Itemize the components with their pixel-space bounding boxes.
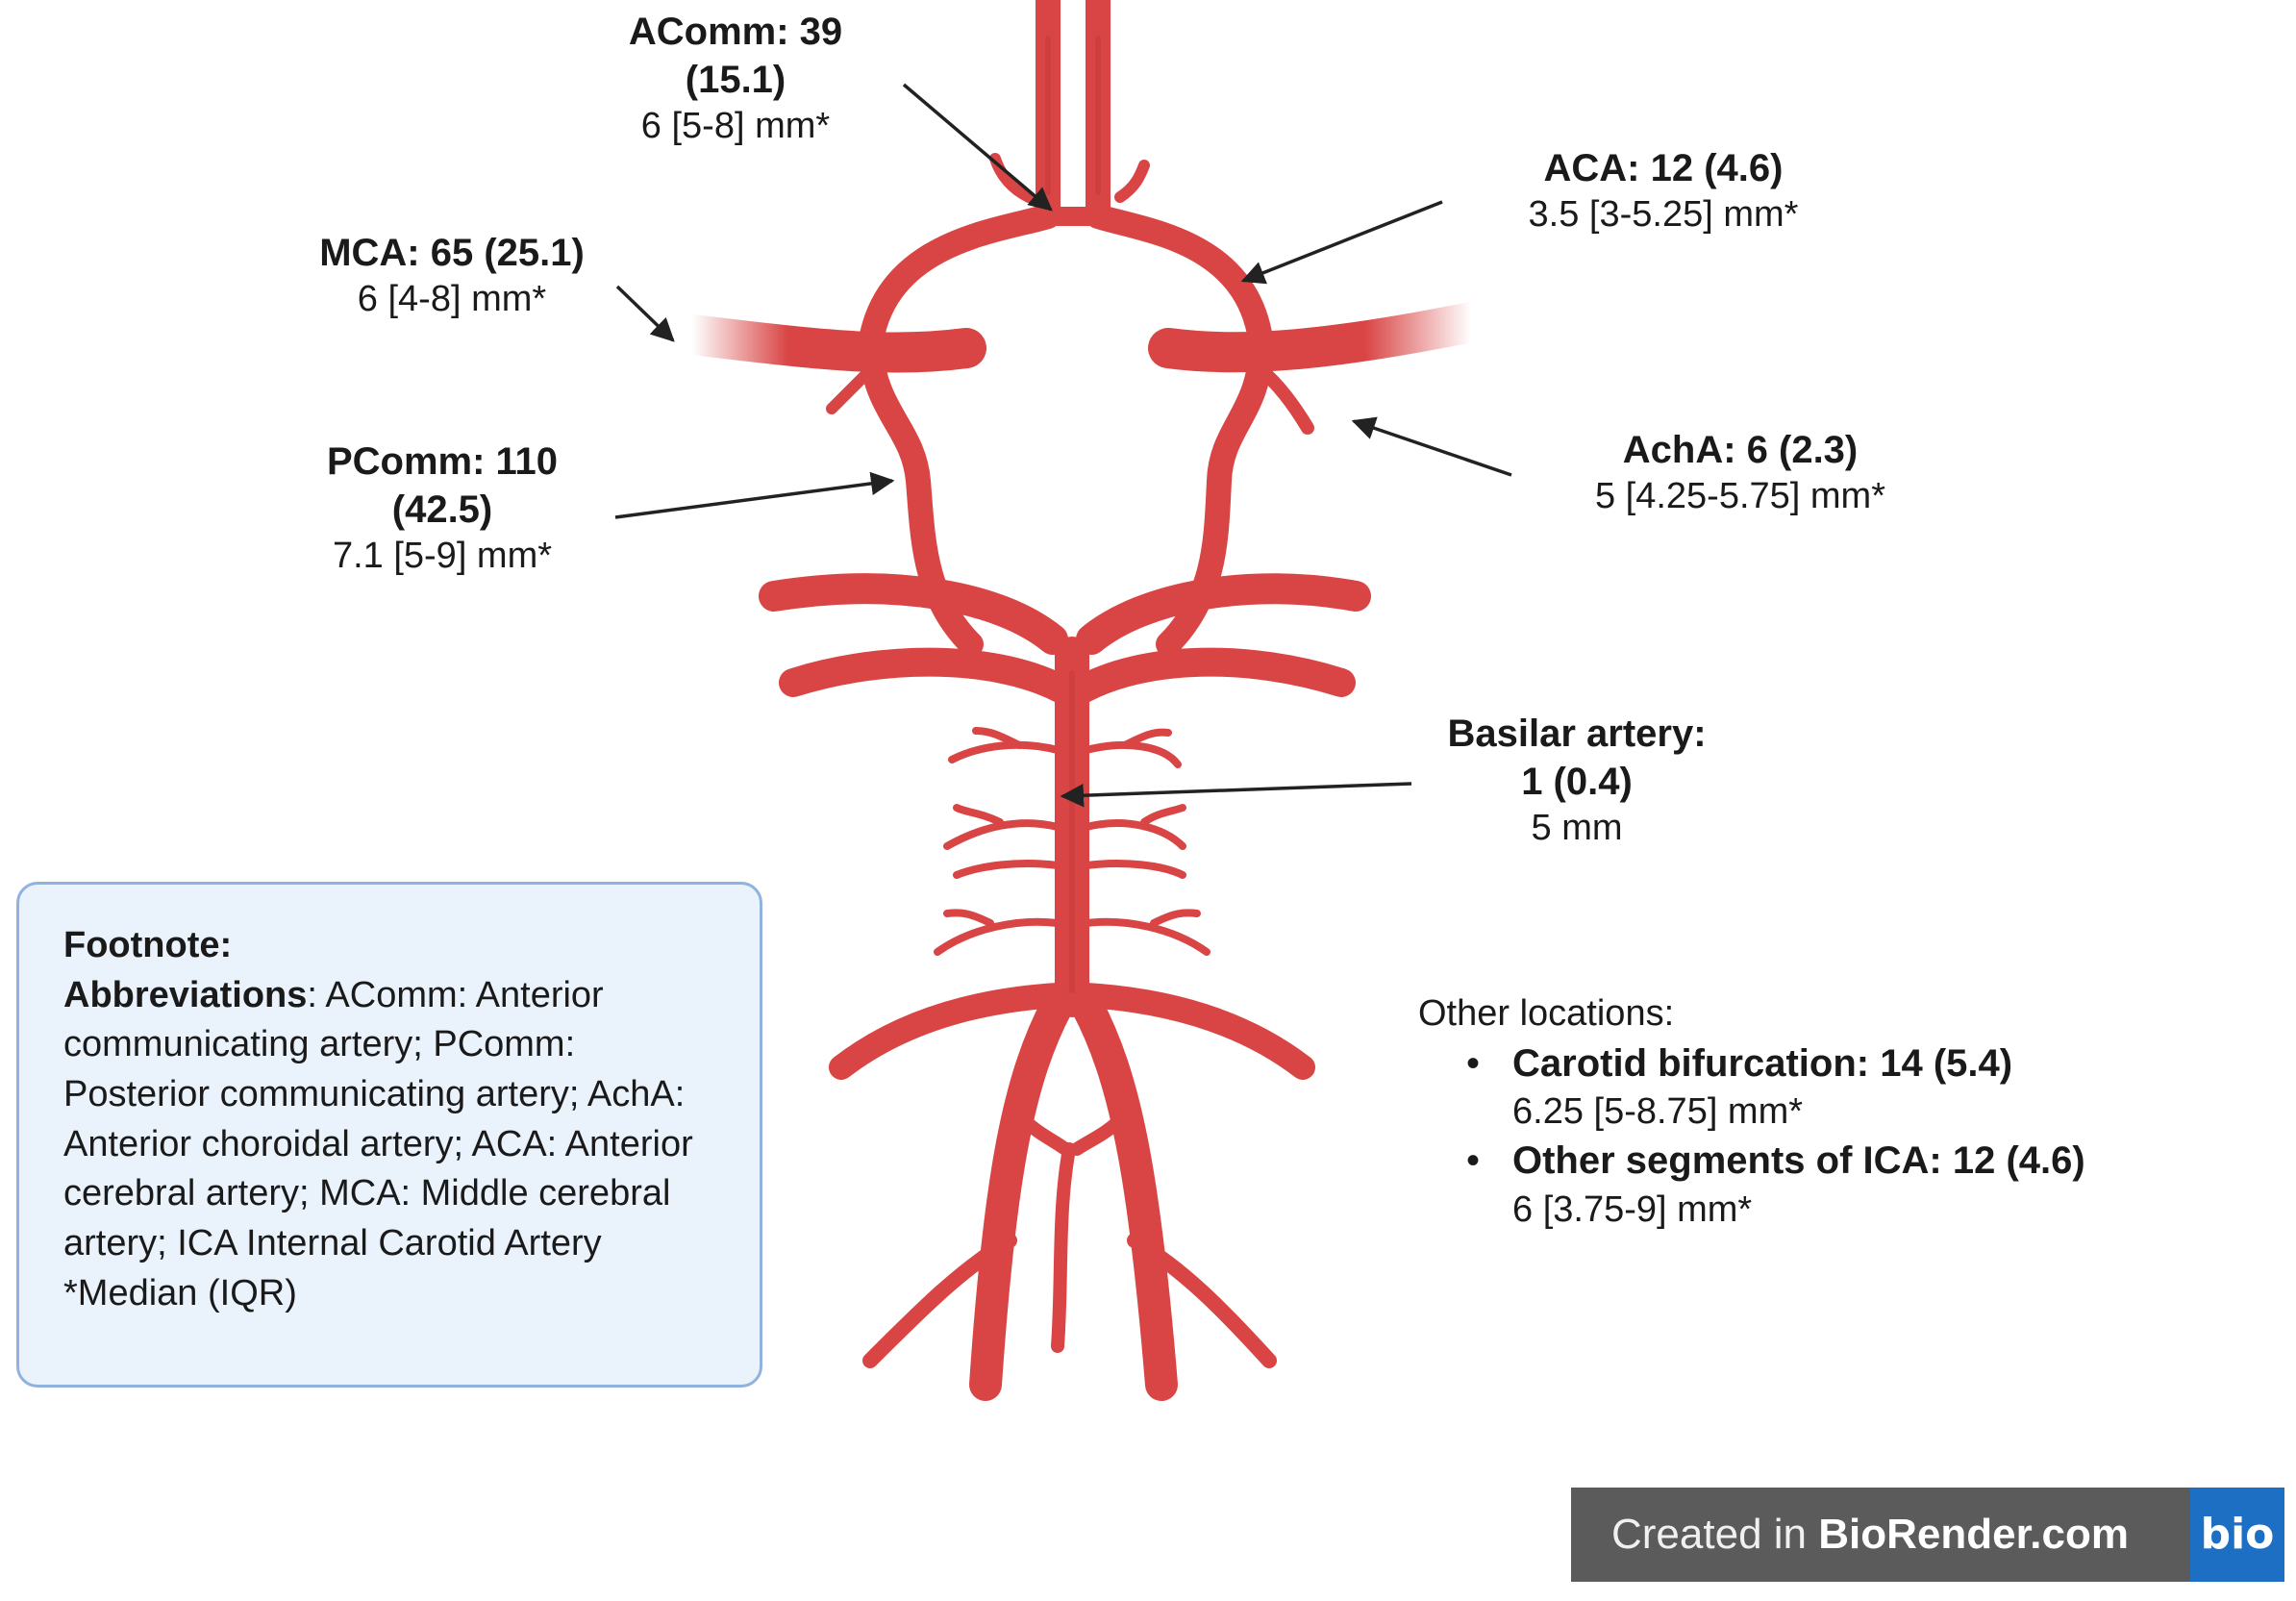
acomm-pointer xyxy=(902,83,1053,212)
abbreviations-label: Abbreviations xyxy=(63,974,308,1015)
acomm-title-b: (15.1) xyxy=(685,59,786,101)
aca-title: ACA: 12 (4.6) xyxy=(1543,147,1784,189)
pca-left-vessel xyxy=(759,573,1068,655)
aica-right-vessel xyxy=(1074,983,1315,1080)
pcomm-title-a: PComm: 110 xyxy=(326,440,559,483)
right-ica-loop xyxy=(1086,204,1274,359)
pcomm-label: PComm: 110 (42.5) 7.1 [5-9] mm* xyxy=(212,438,673,580)
badge-text: Created in BioRender.com xyxy=(1611,1488,2129,1582)
basilar-title-a: Basilar artery: xyxy=(1447,713,1707,755)
acha-title: AchA: 6 (2.3) xyxy=(1622,429,1859,471)
badge-prefix: Created in xyxy=(1611,1511,1819,1558)
vertebral-left-vessel xyxy=(969,988,1074,1401)
abbreviations-text: : AComm: Anterior communicating artery; … xyxy=(63,974,693,1264)
mca-right-vessel xyxy=(1148,302,1491,373)
aica-left-vessel xyxy=(829,983,1070,1080)
pcomm-pointer xyxy=(614,471,895,519)
other-locations-header: Other locations: xyxy=(1418,993,1675,1034)
vertebral-right-vessel xyxy=(1070,988,1178,1401)
other-locations: Other locations: Carotid bifurcation: 14… xyxy=(1418,990,2187,1233)
sca-right-vessel xyxy=(1062,647,1356,707)
aca-label: ACA: 12 (4.6) 3.5 [3-5.25] mm* xyxy=(1442,144,1884,238)
artery-network xyxy=(672,0,1491,1401)
list-item: Carotid bifurcation: 14 (5.4) 6.25 [5-8.… xyxy=(1466,1039,2187,1136)
mca-size: 6 [4-8] mm* xyxy=(357,279,547,319)
aca-size: 3.5 [3-5.25] mm* xyxy=(1528,194,1799,235)
biorender-logo-icon: bio xyxy=(2190,1488,2284,1582)
anterior-spinal-vessel xyxy=(1051,1142,1076,1353)
mca-left-vessel xyxy=(672,314,986,373)
pcomm-size: 7.1 [5-9] mm* xyxy=(332,536,553,576)
pca-right-vessel xyxy=(1076,573,1371,655)
mca-label: MCA: 65 (25.1) 6 [4-8] mm* xyxy=(231,229,673,323)
carotid-bifurcation-size: 6.25 [5-8.75] mm* xyxy=(1512,1090,1804,1132)
list-item: Other segments of ICA: 12 (4.6) 6 [3.75-… xyxy=(1466,1137,2187,1233)
median-note: *Median (IQR) xyxy=(63,1272,297,1313)
aca-pointer xyxy=(1240,200,1443,285)
acha-size: 5 [4.25-5.75] mm* xyxy=(1594,476,1886,516)
basilar-label: Basilar artery: 1 (0.4) 5 mm xyxy=(1365,710,1788,852)
acomm-title-a: AComm: 39 xyxy=(628,11,843,53)
acha-label: AchA: 6 (2.3) 5 [4.25-5.75] mm* xyxy=(1500,426,1981,520)
pcomm-title-b: (42.5) xyxy=(391,488,493,531)
carotid-bifurcation-title: Carotid bifurcation: 14 (5.4) xyxy=(1512,1041,2013,1085)
badge-brand: BioRender.com xyxy=(1818,1511,2129,1558)
footnote-heading: Footnote: xyxy=(63,925,233,965)
acomm-label: AComm: 39 (15.1) 6 [5-8] mm* xyxy=(538,8,933,150)
left-ica-loop xyxy=(858,204,1061,359)
acomm-size: 6 [5-8] mm* xyxy=(640,106,831,146)
mca-pointer xyxy=(615,285,675,342)
other-locations-list: Carotid bifurcation: 14 (5.4) 6.25 [5-8.… xyxy=(1418,1039,2187,1234)
other-ica-size: 6 [3.75-9] mm* xyxy=(1512,1188,1753,1230)
basilar-pointer xyxy=(1060,782,1412,808)
biorender-badge[interactable]: Created in BioRender.com bio xyxy=(1571,1488,2284,1582)
sca-left-vessel xyxy=(779,647,1082,707)
footnote-box: Footnote: Abbreviations: AComm: Anterior… xyxy=(16,882,762,1388)
pointer-arrows xyxy=(614,83,1512,808)
other-ica-title: Other segments of ICA: 12 (4.6) xyxy=(1512,1139,2085,1183)
mca-title: MCA: 65 (25.1) xyxy=(319,232,585,274)
basilar-size: 5 mm xyxy=(1531,808,1623,848)
acha-pointer xyxy=(1351,416,1512,477)
basilar-title-b: 1 (0.4) xyxy=(1521,761,1633,803)
